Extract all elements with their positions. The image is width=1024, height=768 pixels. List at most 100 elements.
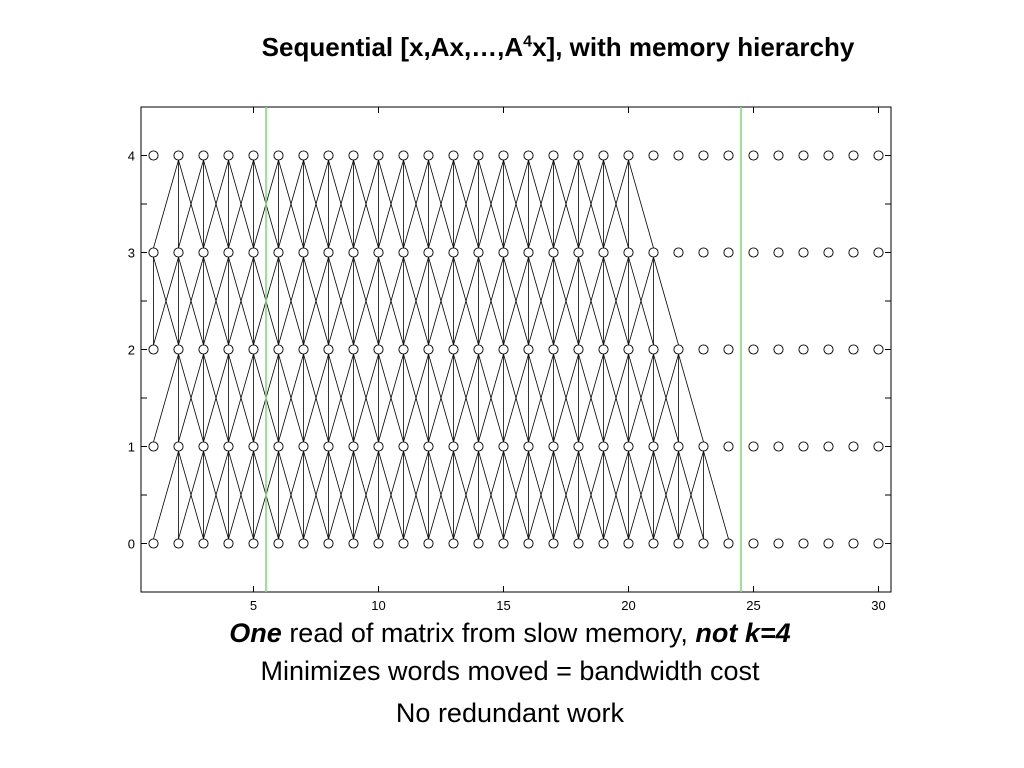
data-point <box>148 441 159 452</box>
dependency-edge <box>503 450 529 540</box>
data-point <box>223 150 234 161</box>
data-point <box>848 247 859 258</box>
data-point <box>423 150 434 161</box>
x-tick-label: 10 <box>371 598 385 613</box>
data-point <box>548 247 559 258</box>
data-point <box>423 344 434 355</box>
data-point <box>848 538 859 549</box>
data-point <box>648 538 659 549</box>
data-point <box>598 247 609 258</box>
y-tick-label: 1 <box>128 440 135 455</box>
dependency-edge <box>403 353 429 443</box>
x-tick-label: 20 <box>621 598 635 613</box>
data-point <box>298 538 309 549</box>
data-point <box>473 538 484 549</box>
data-point <box>798 247 809 258</box>
data-point <box>173 150 184 161</box>
data-point <box>273 150 284 161</box>
title-superscript: 4 <box>523 33 533 51</box>
data-point <box>223 538 234 549</box>
data-point <box>173 344 184 355</box>
dependency-edge <box>553 353 579 443</box>
data-point <box>848 344 859 355</box>
data-point <box>423 441 434 452</box>
data-point <box>348 441 359 452</box>
dependency-edge <box>178 450 204 540</box>
data-point <box>673 538 684 549</box>
data-point <box>548 344 559 355</box>
data-point <box>823 150 834 161</box>
data-point <box>498 150 509 161</box>
dependency-edge <box>478 159 504 249</box>
data-point <box>698 538 709 549</box>
data-point <box>823 538 834 549</box>
dependency-edge <box>203 159 229 249</box>
dependency-edge <box>278 353 304 443</box>
dependency-edge <box>203 353 229 443</box>
dependency-edge <box>178 256 204 346</box>
data-point <box>648 150 659 161</box>
data-point <box>523 344 534 355</box>
dependency-edge <box>378 159 404 249</box>
x-tick-label: 5 <box>250 598 257 613</box>
data-point <box>173 247 184 258</box>
dependency-edge <box>153 450 179 540</box>
caption-read: read of matrix from slow memory, <box>281 618 696 648</box>
dependency-edge <box>428 353 454 443</box>
data-point <box>873 150 884 161</box>
data-point <box>648 247 659 258</box>
data-point <box>273 538 284 549</box>
vertical-marker-lines <box>265 107 742 592</box>
y-tick-label: 0 <box>128 537 135 552</box>
dependency-edge <box>503 353 529 443</box>
dependency-edge <box>353 353 379 443</box>
data-point <box>348 538 359 549</box>
dependency-edge <box>578 256 604 346</box>
data-point <box>748 150 759 161</box>
data-point <box>373 247 384 258</box>
slide-title: Sequential [x,Ax,…,A4x], with memory hie… <box>0 32 1024 63</box>
dependency-edge <box>603 256 629 346</box>
dependency-edge <box>603 450 629 540</box>
data-point <box>773 538 784 549</box>
data-point <box>823 441 834 452</box>
dependency-edge <box>303 159 329 249</box>
data-point <box>323 538 334 549</box>
dependency-edge <box>503 159 529 249</box>
data-point <box>448 441 459 452</box>
data-point <box>473 150 484 161</box>
data-point <box>298 344 309 355</box>
dependency-edge <box>453 159 479 249</box>
y-tick-label: 4 <box>128 149 135 164</box>
title-suffix: x], with memory hierarchy <box>532 32 855 62</box>
data-point <box>623 150 634 161</box>
dependency-edge <box>528 256 554 346</box>
caption-line-3: No redundant work <box>395 698 625 728</box>
data-point <box>823 344 834 355</box>
data-point <box>223 344 234 355</box>
dependency-edge <box>478 256 504 346</box>
data-point <box>673 247 684 258</box>
data-point <box>698 247 709 258</box>
data-point <box>873 441 884 452</box>
data-point <box>423 247 434 258</box>
dependency-edge <box>303 353 329 443</box>
data-point <box>248 538 259 549</box>
data-point <box>823 247 834 258</box>
data-point <box>673 344 684 355</box>
caption-line-1: One read of matrix from slow memory, not… <box>0 618 1020 649</box>
data-point <box>623 344 634 355</box>
dependency-edge <box>278 256 304 346</box>
dependency-edge <box>553 450 579 540</box>
dependency-edge <box>603 353 629 443</box>
data-point <box>148 247 159 258</box>
data-point <box>248 441 259 452</box>
dependency-edge <box>353 256 379 346</box>
data-point <box>373 538 384 549</box>
dependency-edge <box>503 256 529 346</box>
dependency-edge <box>153 353 179 443</box>
data-point <box>523 538 534 549</box>
dependency-edge <box>328 450 354 540</box>
dependency-edge <box>403 159 429 249</box>
